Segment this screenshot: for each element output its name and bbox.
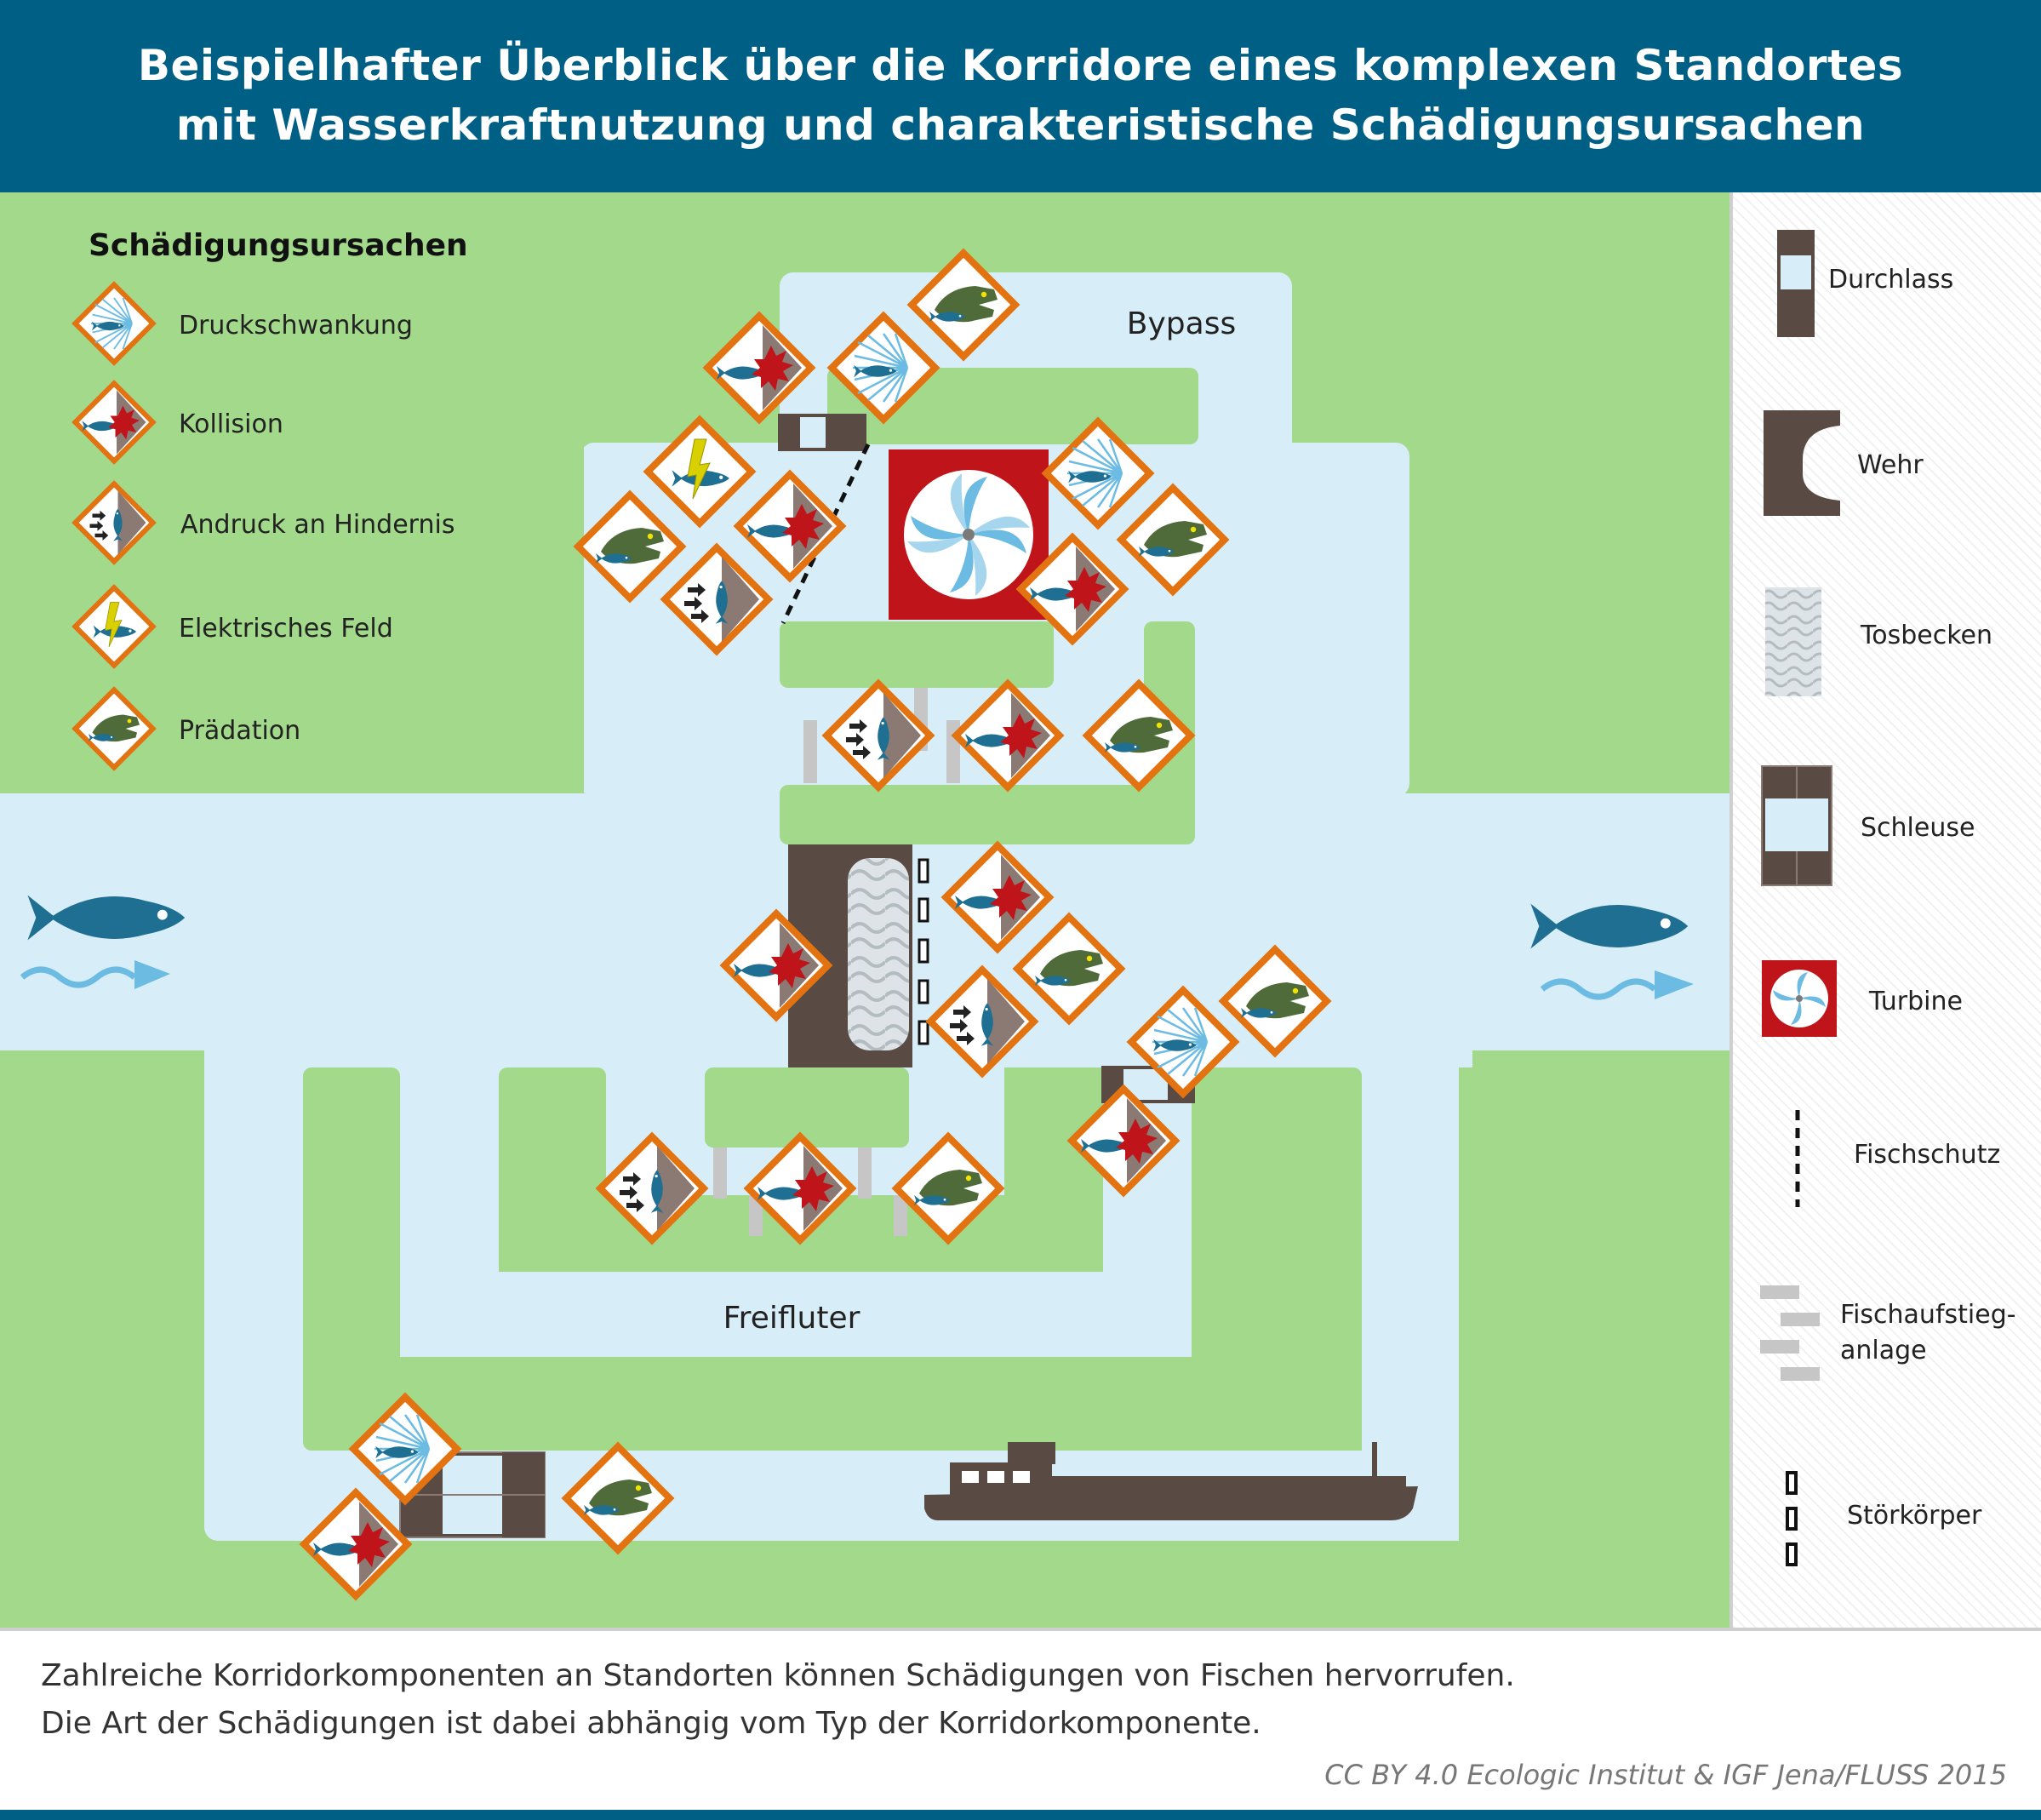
freifluter-label: Freifluter	[723, 1301, 860, 1336]
legend-collision-label: Kollision	[179, 409, 283, 439]
legend-weir-label: Wehr	[1857, 450, 1924, 480]
legend-electric-label: Elektrisches Feld	[179, 614, 393, 644]
fish-ladder-lower	[713, 1148, 907, 1236]
site-map: Bypass Freifluter Schädigungsursachen Dr…	[0, 192, 1729, 1628]
legend-predation-label: Prädation	[179, 716, 300, 746]
bypass-label: Bypass	[1127, 306, 1236, 341]
components-legend: Durchlass Wehr Tosbecken Schleuse Turbi	[1729, 192, 2041, 1628]
legend-fish-ladder-label: Fischaufstieg-	[1840, 1300, 2016, 1330]
ship	[924, 1442, 1418, 1520]
page-title-line-2: mit Wasserkraftnutzung und charakteristi…	[175, 100, 1866, 150]
legend-pressure-label: Druckschwankung	[179, 311, 413, 341]
bypass-culvert	[778, 414, 866, 451]
bottom-bar	[0, 1810, 2041, 1820]
fish-left	[20, 895, 186, 989]
weir-icon	[1764, 410, 1840, 516]
footer-text-line-2: Die Art der Schädigungen ist dabei abhän…	[41, 1706, 1261, 1741]
fish-ladder-icon	[1760, 1285, 1820, 1381]
culvert-icon	[1777, 230, 1815, 337]
legend-obstacle-label: Andruck an Hindernis	[180, 510, 455, 540]
stilling-basin-icon	[1765, 587, 1821, 696]
legend-stilling-basin-label: Tosbecken	[1860, 621, 1992, 650]
legend-lock-label: Schleuse	[1861, 813, 1975, 843]
legend-fish-screen-label: Fischschutz	[1854, 1140, 2000, 1170]
legend-fish-ladder-label-2: anlage	[1840, 1336, 1927, 1365]
baffle-icon	[1786, 1471, 1798, 1566]
lock-icon	[1761, 765, 1832, 886]
baffles	[918, 858, 929, 1045]
legend-pressure-icon	[71, 281, 157, 366]
legend-baffle-label: Störkörper	[1847, 1501, 1982, 1531]
legend-turbine-label: Turbine	[1868, 987, 1963, 1016]
credit-line: CC BY 4.0 Ecologic Institut & IGF Jena/F…	[1324, 1759, 2007, 1791]
causes-legend-title: Schädigungsursachen	[89, 228, 468, 263]
page-title-line-1: Beispielhafter Überblick über die Korrid…	[137, 41, 1904, 90]
turbine-icon	[1762, 960, 1837, 1037]
footer: Zahlreiche Korridorkomponenten an Stando…	[0, 1628, 2041, 1810]
footer-text-line-1: Zahlreiche Korridorkomponenten an Stando…	[41, 1658, 1515, 1693]
header-banner: Beispielhafter Überblick über die Korrid…	[0, 0, 2041, 192]
fish-right	[1530, 903, 1694, 1000]
legend-culvert-label: Durchlass	[1828, 265, 1953, 295]
